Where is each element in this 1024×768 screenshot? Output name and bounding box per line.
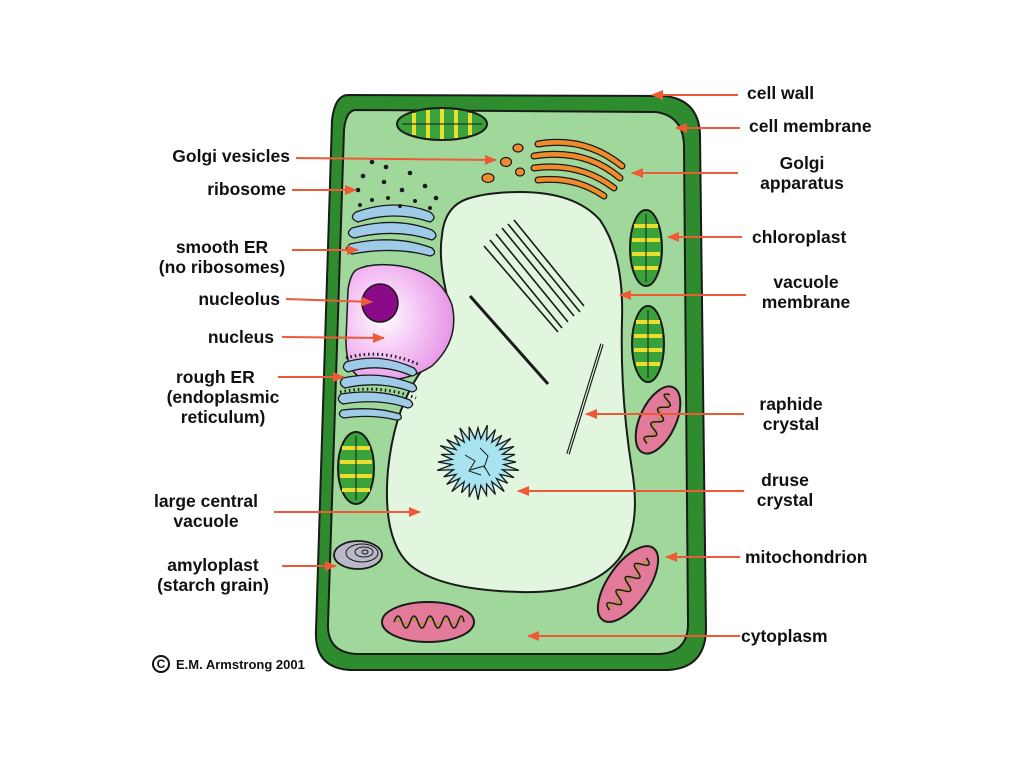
label-rough-er-line2: (endoplasmic (166, 387, 280, 407)
golgi-apparatus (530, 138, 626, 200)
arrow-nucleus (281, 332, 385, 343)
chloroplast-top (396, 107, 488, 141)
copyright-credit: C E.M. Armstrong 2001 (152, 655, 305, 673)
label-large-central-vacuole-line2: vacuole (173, 511, 239, 531)
label-large-central-vacuole-line1: large central (153, 491, 259, 511)
label-druse-crystal: druse crystal (752, 470, 818, 510)
label-druse-crystal-line2: crystal (756, 490, 814, 510)
label-raphide-crystal: raphide crystal (752, 394, 830, 434)
label-druse-crystal-line1: druse (761, 470, 809, 490)
label-vacuole-membrane: vacuole membrane (752, 272, 860, 312)
label-golgi-vesicles: Golgi vesicles (172, 146, 290, 166)
label-large-central-vacuole: large central vacuole (136, 491, 276, 531)
ribosomes (355, 159, 439, 210)
label-amyloplast-line1: amyloplast (167, 555, 259, 575)
raphide-crystal-bundle (483, 219, 585, 333)
label-vacuole-membrane-line1: vacuole (773, 272, 839, 292)
label-vacuole-membrane-line2: membrane (761, 292, 851, 312)
amyloplast (333, 540, 383, 570)
rough-er (337, 352, 419, 421)
label-smooth-er-line2: (no ribosomes) (158, 257, 286, 277)
label-golgi-apparatus-line1: Golgi (779, 153, 825, 173)
label-nucleus: nucleus (207, 327, 274, 347)
label-cell-wall: cell wall (747, 83, 815, 103)
druse-crystal (436, 424, 520, 500)
label-rough-er-line3: reticulum) (180, 407, 266, 427)
nucleolus (361, 283, 399, 323)
label-cell-membrane: cell membrane (749, 116, 872, 136)
label-mitochondrion: mitochondrion (745, 547, 868, 567)
copyright-icon: C (152, 655, 170, 673)
label-nucleolus: nucleolus (198, 289, 280, 309)
mitochondrion-right-upper (634, 385, 682, 455)
chloroplast-right-lower (631, 305, 665, 383)
label-smooth-er: smooth ER (no ribosomes) (140, 237, 304, 277)
label-raphide-crystal-line1: raphide (759, 394, 823, 414)
label-arrows (274, 90, 746, 641)
chloroplast-right-upper (629, 209, 663, 287)
label-smooth-er-line1: smooth ER (175, 237, 269, 257)
label-raphide-crystal-line2: crystal (762, 414, 820, 434)
label-golgi-apparatus: Golgi apparatus (752, 153, 852, 193)
smooth-er (345, 204, 437, 257)
label-ribosome: ribosome (207, 179, 286, 199)
golgi-vesicles (481, 143, 526, 184)
label-rough-er-line1: rough ER (176, 367, 255, 387)
raphide-crystal-needle-1 (468, 295, 550, 385)
label-golgi-apparatus-line2: apparatus (760, 173, 844, 193)
chloroplast-left (337, 431, 375, 505)
label-rough-er: rough ER (endoplasmic reticulum) (140, 367, 306, 427)
label-amyloplast-line2: (starch grain) (157, 575, 269, 595)
credit-text: E.M. Armstrong 2001 (176, 656, 305, 672)
label-amyloplast: amyloplast (starch grain) (140, 555, 286, 595)
label-chloroplast: chloroplast (752, 227, 847, 247)
arrow-golgi-vesicles (295, 154, 497, 165)
mitochondrion-right-lower (596, 545, 660, 623)
mitochondrion-bottom (381, 601, 475, 643)
label-cytoplasm: cytoplasm (741, 626, 828, 646)
arrow-nucleolus (285, 296, 373, 307)
